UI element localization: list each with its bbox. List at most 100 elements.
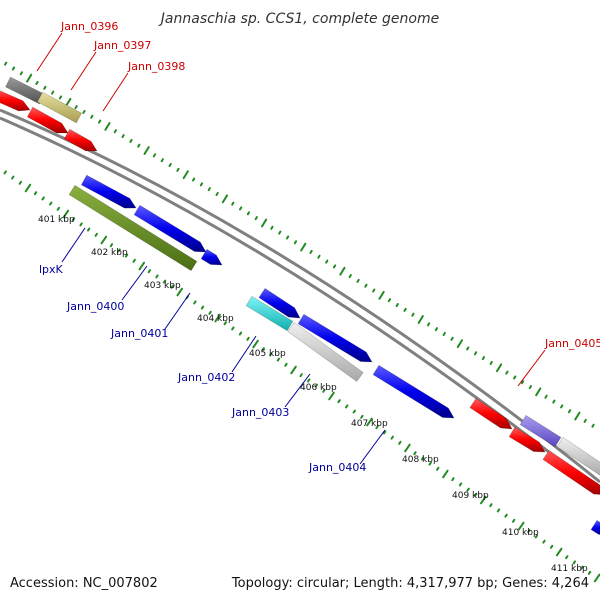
gene-label-jann-0402[interactable]: Jann_0402: [177, 371, 235, 384]
major-tick: [62, 209, 70, 219]
gene-label-jann-0405[interactable]: Jann_0405: [544, 337, 600, 350]
gene-label-jann-0404[interactable]: Jann_0404: [308, 461, 366, 474]
minor-tick: [18, 180, 23, 185]
topology-text: Topology: circular; Length: 4,317,977 bp…: [231, 576, 589, 591]
gene-blue-a[interactable]: [80, 174, 137, 209]
major-tick: [24, 183, 32, 193]
gene-silver-b[interactable]: [556, 437, 600, 476]
minor-tick: [528, 385, 533, 390]
minor-tick: [322, 388, 326, 393]
gene-red-a[interactable]: [0, 90, 31, 112]
minor-tick: [170, 284, 174, 289]
gene-label-jann-0396[interactable]: Jann_0396: [60, 20, 118, 33]
minor-tick: [299, 373, 303, 378]
minor-tick: [124, 253, 129, 258]
minor-tick: [74, 105, 78, 110]
major-tick: [104, 122, 111, 131]
minor-tick: [505, 370, 509, 375]
minor-tick: [466, 346, 470, 351]
gene-purple[interactable]: [519, 414, 562, 448]
minor-tick: [56, 206, 60, 211]
minor-tick: [35, 80, 39, 85]
minor-tick: [458, 482, 463, 487]
minor-tick: [474, 492, 478, 497]
gene-jann-0403[interactable]: [287, 322, 364, 382]
minor-tick: [193, 300, 197, 305]
minor-tick: [549, 544, 554, 549]
minor-tick: [352, 409, 356, 414]
gene-label-jann-0398[interactable]: Jann_0398: [127, 60, 185, 73]
map-title: Jannaschia sp. CCS1, complete genome: [158, 11, 439, 27]
gene-jann-0402[interactable]: [245, 295, 294, 332]
major-tick: [65, 97, 72, 107]
major-tick: [300, 242, 307, 252]
major-tick: [261, 218, 268, 228]
gene-blue-c[interactable]: [200, 248, 223, 266]
minor-tick: [293, 240, 298, 245]
minor-tick: [152, 153, 157, 158]
gene-red-c[interactable]: [469, 398, 513, 430]
minor-tick: [489, 360, 493, 365]
gene-label-lpxk[interactable]: lpxK: [39, 263, 64, 276]
minor-tick: [94, 232, 98, 237]
minor-tick: [565, 555, 569, 560]
minor-tick: [511, 518, 516, 523]
major-tick: [378, 290, 385, 300]
gene-blue-d[interactable]: [258, 287, 301, 319]
minor-tick: [587, 570, 592, 575]
gene-red-b[interactable]: [26, 106, 69, 134]
kbp-label: 408 kbp: [402, 455, 439, 465]
gene-label-jann-0397[interactable]: Jann_0397: [93, 39, 151, 52]
minor-tick: [387, 298, 392, 303]
gene-labels: Jann_0396 Jann_0397 Jann_0398 Jann_0405 …: [39, 20, 600, 474]
gene-red-d[interactable]: [508, 426, 546, 453]
minor-tick: [285, 235, 290, 240]
tick-tracks: [3, 61, 600, 583]
major-tick: [182, 170, 189, 180]
major-tick: [290, 365, 297, 375]
gene-blue-b[interactable]: [133, 204, 207, 253]
gene-lpxk-block[interactable]: [68, 184, 198, 272]
minor-tick: [390, 435, 394, 440]
major-tick: [176, 287, 183, 297]
minor-tick: [33, 191, 38, 196]
kbp-label: 406 kbp: [300, 383, 337, 393]
kbp-label: 402 kbp: [91, 248, 128, 258]
minor-tick: [434, 327, 439, 332]
gene-red-e[interactable]: [542, 450, 600, 495]
gene-jann-0397[interactable]: [36, 91, 83, 124]
minor-tick: [580, 565, 584, 570]
minor-tick: [278, 230, 282, 235]
gene-jann-0398[interactable]: [63, 128, 98, 152]
minor-tick: [314, 383, 319, 388]
gene-label-jann-0401[interactable]: Jann_0401: [110, 327, 168, 340]
gene-label-jann-0400[interactable]: Jann_0400: [66, 300, 124, 313]
minor-tick: [79, 222, 83, 227]
minor-tick: [552, 399, 556, 404]
kbp-label: 404 kbp: [197, 314, 234, 324]
minor-tick: [238, 331, 243, 336]
minor-tick: [496, 508, 501, 513]
minor-tick: [11, 175, 15, 180]
minor-tick: [360, 414, 364, 419]
minor-tick: [117, 248, 121, 253]
gene-blue-f[interactable]: [590, 519, 600, 535]
major-tick: [535, 387, 542, 397]
major-tick: [366, 417, 373, 427]
gene-blue-e[interactable]: [297, 313, 373, 363]
minor-tick: [332, 264, 337, 269]
major-tick: [339, 266, 346, 276]
minor-tick: [58, 95, 63, 100]
major-tick: [404, 443, 411, 453]
minor-tick: [560, 404, 564, 409]
major-tick: [417, 315, 424, 324]
minor-tick: [43, 85, 47, 90]
minor-tick: [160, 158, 164, 163]
gene-jann-0404[interactable]: [372, 364, 455, 419]
minor-tick: [3, 170, 7, 175]
major-tick: [456, 339, 464, 349]
gene-label-jann-0403[interactable]: Jann_0403: [231, 406, 289, 419]
minor-tick: [481, 356, 486, 361]
minor-tick: [19, 71, 23, 76]
minor-tick: [162, 279, 167, 284]
